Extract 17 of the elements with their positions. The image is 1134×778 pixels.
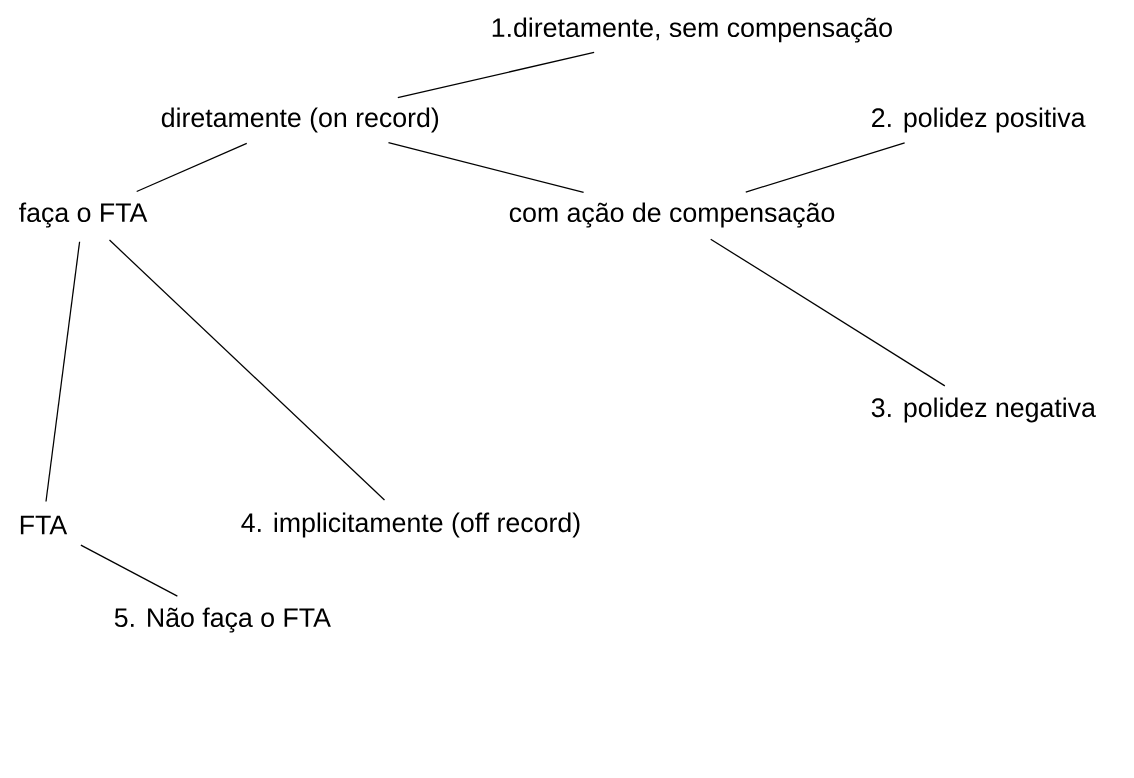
node-label: com ação de compensação [509, 202, 835, 228]
connector-line [136, 142, 248, 193]
node-label: 3. polidez negativa [871, 397, 1096, 423]
connector-line [80, 544, 178, 597]
node-label: 2. polidez positiva [872, 107, 1086, 133]
node-label: diretamente (on record) [161, 107, 439, 133]
node-label: FTA [20, 515, 68, 535]
node-label: 5. Não faça o FTA [114, 607, 331, 633]
connector-line [745, 142, 906, 193]
connector-line [45, 241, 81, 503]
node-label: faça o FTA [19, 202, 148, 228]
node-label: 1.diretamente, sem compensação [492, 17, 892, 43]
connector-line [387, 141, 585, 193]
node-label: 4. implicitamente (off record) [241, 512, 580, 538]
connector-line [108, 239, 386, 501]
connector-line [397, 51, 595, 99]
connector-line [710, 238, 946, 387]
